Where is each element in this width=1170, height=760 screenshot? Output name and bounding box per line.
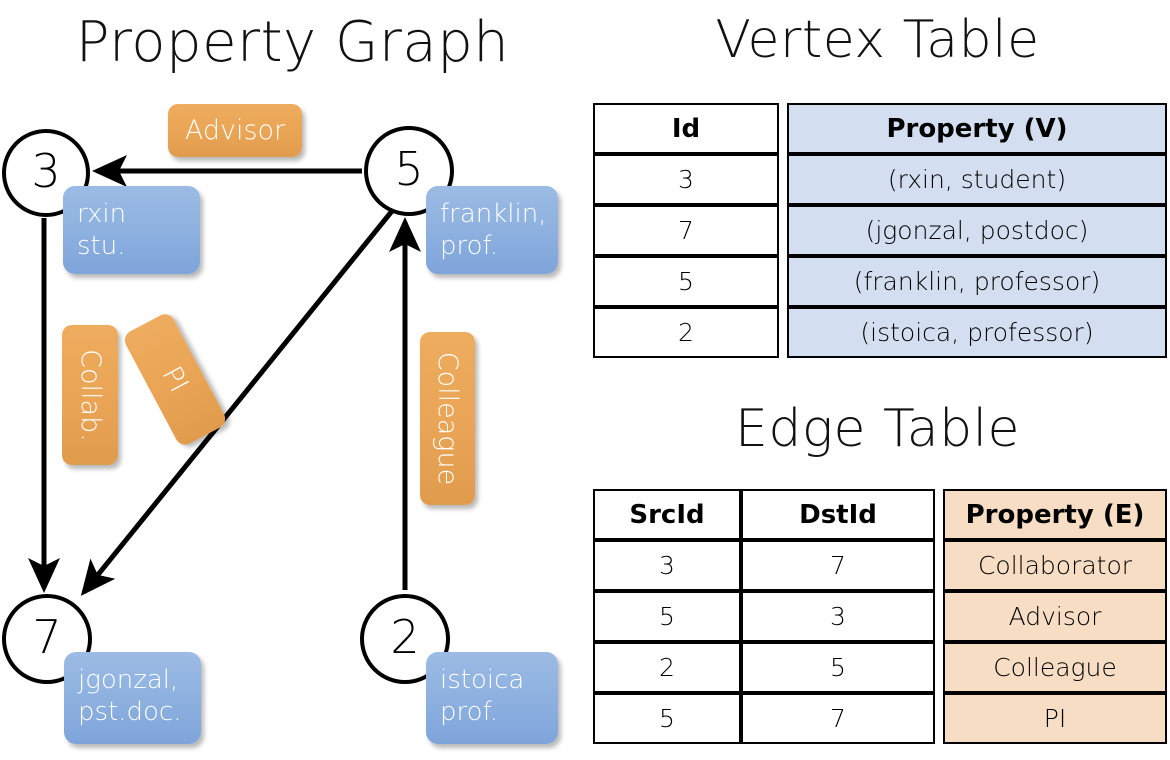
node-property-box-3: rxin stu.: [63, 186, 200, 274]
edge-label-advisor: Advisor: [168, 104, 302, 157]
table-row: 3 (rxin, student): [593, 154, 1167, 205]
edge-arrow-5-to-7: [80, 209, 394, 596]
edge-property-cell: Advisor: [943, 591, 1167, 642]
node-property-line-1: rxin: [77, 199, 127, 229]
edge-dst-cell: 7: [741, 693, 935, 744]
edge-property-cell: Colleague: [943, 642, 1167, 693]
edge-label-collab: Collab.: [62, 325, 118, 465]
column-gap: [779, 103, 787, 154]
vertex-id-cell: 5: [593, 256, 779, 307]
vertex-table-header-id: Id: [593, 103, 779, 154]
edge-table-header-dstid: DstId: [741, 489, 935, 540]
edge-src-cell: 5: [593, 693, 741, 744]
column-gap: [935, 540, 943, 591]
table-row: 5 (franklin, professor): [593, 256, 1167, 307]
edge-table-header-srcid: SrcId: [593, 489, 741, 540]
node-property-line-2: prof.: [440, 231, 499, 261]
node-property-box-7: jgonzal, pst.doc.: [64, 652, 201, 744]
edge-table-header-row: SrcId DstId Property (E): [593, 489, 1167, 540]
edge-dst-cell: 5: [741, 642, 935, 693]
edge-src-cell: 3: [593, 540, 741, 591]
page-title-edge-table: Edge Table: [734, 399, 1021, 459]
page-title-vertex-table: Vertex Table: [715, 10, 1040, 70]
vertex-property-cell: (franklin, professor): [787, 256, 1167, 307]
edge-label-colleague: Colleague: [420, 332, 475, 505]
edge-property-cell: Collaborator: [943, 540, 1167, 591]
vertex-table-header-property: Property (V): [787, 103, 1167, 154]
edge-dst-cell: 3: [741, 591, 935, 642]
node-property-line-1: jgonzal,: [78, 665, 179, 695]
edge-label-advisor-text: Advisor: [184, 115, 286, 146]
node-property-line-2: prof.: [440, 697, 499, 727]
graph-node-2[interactable]: 2: [360, 594, 450, 684]
node-property-line-2: stu.: [77, 231, 126, 261]
table-row: 5 7 PI: [593, 693, 1167, 744]
table-row: 5 3 Advisor: [593, 591, 1167, 642]
column-gap: [779, 205, 787, 256]
table-row: 2 (istoica, professor): [593, 307, 1167, 358]
edge-label-pi-text: PI: [155, 361, 195, 398]
vertex-property-cell: (istoica, professor): [787, 307, 1167, 358]
column-gap: [779, 307, 787, 358]
node-property-box-5: franklin, prof.: [426, 186, 558, 274]
column-gap: [779, 256, 787, 307]
node-property-line-2: pst.doc.: [78, 697, 182, 727]
graph-edge-arrows: [28, 155, 421, 596]
vertex-table: Id Property (V) 3 (rxin, student) 7 (jgo…: [593, 103, 1167, 358]
edge-label-collab-text: Collab.: [74, 348, 106, 442]
vertex-property-cell: (rxin, student): [787, 154, 1167, 205]
column-gap: [779, 154, 787, 205]
vertex-id-cell: 2: [593, 307, 779, 358]
node-property-line-1: istoica: [440, 665, 525, 695]
edge-dst-cell: 7: [741, 540, 935, 591]
graph-node-5[interactable]: 5: [364, 126, 454, 216]
column-gap: [935, 591, 943, 642]
column-gap: [935, 642, 943, 693]
vertex-property-cell: (jgonzal, postdoc): [787, 205, 1167, 256]
table-row: 7 (jgonzal, postdoc): [593, 205, 1167, 256]
edge-label-colleague-text: Colleague: [432, 351, 463, 486]
vertex-id-cell: 3: [593, 154, 779, 205]
page-title-property-graph: Property Graph: [75, 10, 510, 75]
edge-src-cell: 5: [593, 591, 741, 642]
vertex-table-header-row: Id Property (V): [593, 103, 1167, 154]
edge-property-cell: PI: [943, 693, 1167, 744]
graph-node-3-label: 3: [31, 144, 61, 198]
edge-table-header-property: Property (E): [943, 489, 1167, 540]
column-gap: [935, 489, 943, 540]
graph-node-7-label: 7: [32, 610, 62, 664]
table-row: 2 5 Colleague: [593, 642, 1167, 693]
graph-node-2-label: 2: [390, 610, 420, 664]
vertex-id-cell: 7: [593, 205, 779, 256]
edge-table: SrcId DstId Property (E) 3 7 Collaborato…: [593, 489, 1167, 744]
node-property-box-2: istoica prof.: [426, 652, 558, 744]
node-property-line-1: franklin,: [440, 199, 547, 229]
column-gap: [935, 693, 943, 744]
table-row: 3 7 Collaborator: [593, 540, 1167, 591]
edge-src-cell: 2: [593, 642, 741, 693]
graph-node-5-label: 5: [394, 142, 424, 196]
